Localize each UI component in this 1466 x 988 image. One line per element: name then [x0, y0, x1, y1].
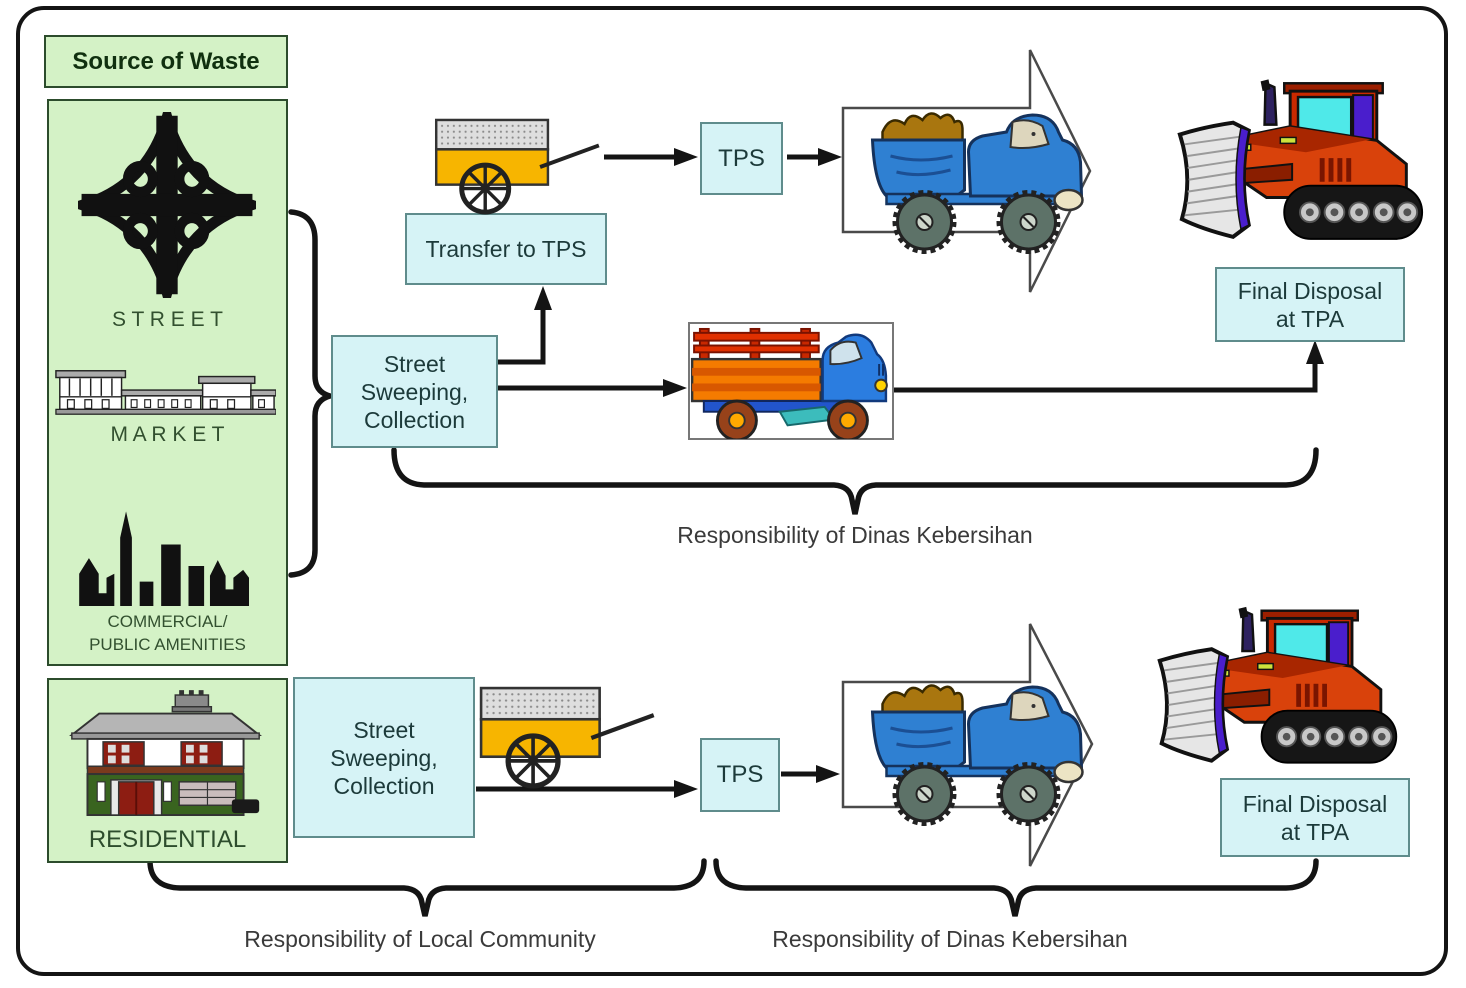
- residential-label: RESIDENTIAL: [88, 826, 247, 853]
- responsibility-local-label: Responsibility of Local Community: [244, 926, 596, 952]
- source-of-waste-header: Source of Waste: [44, 35, 288, 88]
- final-line2: at TPA: [1280, 818, 1350, 845]
- tps-label-bottom: TPS: [716, 761, 764, 788]
- responsibility-dinas-top-label: Responsibility of Dinas Kebersihan: [677, 522, 1033, 548]
- tps-box-top: TPS: [700, 122, 783, 195]
- transfer-to-tps-box: Transfer to TPS: [405, 213, 607, 285]
- street-label: S T R E E T: [112, 308, 223, 331]
- street-sweeping-box-bottom: Street Sweeping, Collection: [293, 677, 475, 838]
- sweeping-line1: Street: [383, 350, 446, 377]
- tps-box-bottom: TPS: [700, 738, 780, 812]
- commercial-label-line2: PUBLIC AMENITIES: [89, 635, 246, 654]
- source-of-waste-title: Source of Waste: [72, 47, 260, 75]
- diagram-border: [16, 6, 1448, 976]
- house-icon: [69, 690, 262, 816]
- sweeping-line3: Collection: [333, 772, 435, 799]
- stake-truck-icon: [690, 327, 888, 439]
- highway-interchange-icon: [78, 112, 256, 298]
- final-disposal-box-top: Final Disposal at TPA: [1215, 267, 1405, 342]
- city-skyline-icon: [79, 511, 250, 606]
- sweeping-line2: Sweeping,: [360, 378, 469, 405]
- market-label: M A R K E T: [110, 423, 225, 446]
- sweeping-line3: Collection: [364, 406, 465, 433]
- responsibility-dinas-bottom-label: Responsibility of Dinas Kebersihan: [772, 926, 1128, 952]
- final-line2: at TPA: [1275, 305, 1345, 332]
- commercial-label-line1: COMMERCIAL/: [107, 612, 228, 631]
- sweeping-line1: Street: [353, 716, 415, 743]
- handcart-icon-top: [434, 118, 600, 215]
- handcart-icon-bottom: [479, 686, 655, 789]
- dump-truck-icon-top: [870, 112, 1084, 254]
- bulldozer-icon-bottom: [1157, 606, 1398, 764]
- bulldozer-icon-top: [1177, 79, 1424, 240]
- transfer-label: Transfer to TPS: [425, 236, 587, 262]
- final-line1: Final Disposal: [1237, 277, 1383, 304]
- market-building-icon: [55, 370, 276, 415]
- tps-label-top: TPS: [718, 144, 765, 172]
- sweeping-line2: Sweeping,: [330, 744, 438, 771]
- dump-truck-icon-bottom: [870, 684, 1084, 826]
- street-sweeping-box-top: Street Sweeping, Collection: [331, 335, 498, 448]
- final-disposal-box-bottom: Final Disposal at TPA: [1220, 778, 1410, 857]
- final-line1: Final Disposal: [1242, 790, 1388, 817]
